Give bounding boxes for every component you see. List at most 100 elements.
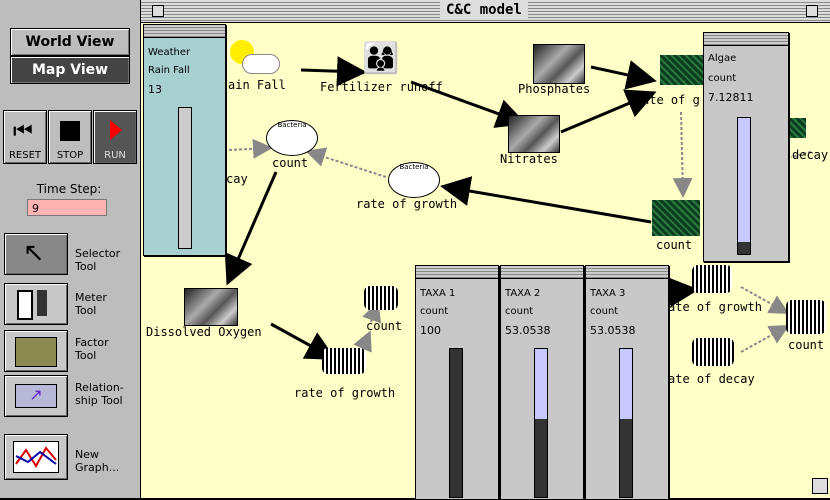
right-rate-decay-label[interactable]: ate of decay [668, 372, 755, 386]
weather-meter-var: Rain Fall [148, 65, 190, 76]
taxa3-meter-bar [619, 348, 633, 498]
nitrates-photo[interactable] [508, 115, 560, 153]
taxa1-count-icon[interactable] [364, 286, 398, 310]
algae-rate-label[interactable]: ate of g [642, 93, 700, 107]
taxa3-meter-empty [620, 349, 632, 419]
taxa1-rate-icon[interactable] [322, 348, 366, 374]
algae-meter-titlebar[interactable] [704, 33, 788, 46]
algae-decay-label[interactable]: decay [792, 148, 829, 162]
taxa1-count-label[interactable]: count [366, 319, 403, 333]
selector-label-1: Selector [75, 247, 121, 260]
selector-label-2: Tool [75, 260, 97, 273]
relationship-label-2: ship Tool [75, 394, 123, 407]
weather-meter-slider[interactable] [178, 107, 192, 249]
algae-meter-empty [738, 118, 750, 242]
algae-count-label[interactable]: count [656, 238, 693, 252]
cloud-icon[interactable] [242, 54, 280, 74]
taxa3-meter-titlebar[interactable] [586, 266, 668, 279]
taxa3-meter-value: 53.0538 [590, 324, 636, 337]
algae-meter-value: 7.12811 [708, 91, 754, 104]
meter-label-1: Meter [75, 291, 107, 304]
taxa3-meter-name: TAXA 3 [590, 288, 626, 299]
taxa1-meter-titlebar[interactable] [416, 266, 498, 279]
taxa2-meter-window[interactable]: TAXA 2 count 53.0538 [500, 265, 584, 500]
relationship-arrow-icon: ↗ [15, 384, 57, 408]
taxa3-meter-var: count [590, 306, 619, 317]
right-count-icon[interactable] [786, 300, 826, 334]
algae-meter-name: Algae [708, 53, 737, 64]
dissolved-oxygen-photo[interactable] [184, 288, 238, 326]
weather-meter-titlebar[interactable] [144, 25, 225, 38]
taxa1-meter-window[interactable]: TAXA 1 count 100 [415, 265, 499, 500]
stop-button[interactable]: STOP [48, 110, 92, 164]
algae-meter-window[interactable]: Algae count 7.12811 [703, 32, 789, 262]
resize-grip-icon[interactable] [812, 478, 828, 494]
close-box-icon[interactable] [152, 5, 164, 17]
bacteria-rate-label[interactable]: rate of growth [356, 197, 458, 211]
algae-meter-bar [737, 117, 751, 255]
weather-meter-value: 13 [148, 83, 162, 96]
phosphates-node-label[interactable]: Phosphates [518, 82, 591, 96]
algae-icon[interactable] [660, 55, 704, 85]
taxa1-rate-label[interactable]: rate of growth [294, 386, 396, 400]
nitrates-node-label[interactable]: Nitrates [500, 152, 558, 166]
relationship-label-1: Relation- [75, 381, 124, 394]
new-graph-label-2: Graph... [75, 461, 120, 474]
taxa2-meter-value: 53.0538 [505, 324, 551, 337]
taxa2-meter-name: TAXA 2 [505, 288, 541, 299]
algae-count-icon[interactable] [652, 200, 700, 236]
bacteria-decay-label[interactable]: cay [226, 172, 248, 186]
algae-decay-icon[interactable] [786, 118, 806, 138]
taxa3-meter-window[interactable]: TAXA 3 count 53.0538 [585, 265, 669, 500]
weather-meter-window[interactable]: Weather Rain Fall 13 [143, 24, 226, 256]
time-step-label: Time Step: [36, 182, 102, 196]
phosphates-photo[interactable] [533, 44, 585, 84]
zoom-box-icon[interactable] [806, 5, 818, 17]
graph-icon [13, 441, 59, 473]
relationship-arrows [224, 56, 812, 360]
stop-icon [60, 121, 80, 141]
relationship-tool-button[interactable]: ↗ [4, 375, 68, 417]
right-rate-decay-icon[interactable] [692, 338, 734, 366]
selector-tool-button[interactable]: ↖ [4, 233, 68, 275]
taxa1-meter-value: 100 [420, 324, 441, 337]
dissolved-oxygen-label[interactable]: Dissolved Oxygen [146, 325, 262, 339]
factor-label-1: Factor [75, 336, 109, 349]
new-graph-label-1: New [75, 448, 99, 461]
arrow-cursor-icon: ↖ [23, 238, 45, 268]
right-rate-growth-icon[interactable] [692, 265, 732, 293]
taxa1-meter-var: count [420, 306, 449, 317]
new-graph-button[interactable] [4, 434, 68, 480]
factor-icon [15, 337, 57, 367]
reset-label: RESET [8, 150, 42, 161]
time-step-input[interactable]: 9 [27, 199, 107, 216]
meter-tool-button[interactable] [4, 283, 68, 325]
taxa1-meter-bar [449, 348, 463, 498]
people-icon[interactable]: 👨‍👩‍👦 [362, 41, 399, 76]
bacteria-rate-icon[interactable]: Bacteria [388, 162, 440, 198]
rainfall-node-label[interactable]: ain Fall [228, 78, 286, 92]
taxa1-meter-name: TAXA 1 [420, 288, 456, 299]
right-count-label[interactable]: count [788, 338, 825, 352]
map-view-button[interactable]: Map View [10, 56, 130, 84]
run-button[interactable]: RUN [93, 110, 137, 164]
reset-button[interactable]: ⏮ RESET [3, 110, 47, 164]
taxa2-meter-bar [534, 348, 548, 498]
taxa2-meter-titlebar[interactable] [501, 266, 583, 279]
window-title: C&C model [440, 2, 528, 18]
bacteria-count-icon[interactable]: Bacteria [266, 120, 318, 156]
meter-icon [17, 290, 33, 320]
factor-label-2: Tool [75, 349, 97, 362]
fertilizer-node-label[interactable]: Fertilizer runoff [320, 80, 443, 94]
factor-tool-button[interactable] [4, 330, 68, 372]
world-view-button[interactable]: World View [10, 28, 130, 56]
bacteria-count-label[interactable]: count [272, 156, 309, 170]
stop-label: STOP [56, 150, 84, 161]
weather-meter-name: Weather [148, 47, 191, 58]
right-rate-growth-label[interactable]: ate of growth [668, 300, 762, 314]
probe-icon [37, 290, 47, 316]
rewind-icon: ⏮ [13, 119, 33, 144]
taxa2-meter-var: count [505, 306, 534, 317]
